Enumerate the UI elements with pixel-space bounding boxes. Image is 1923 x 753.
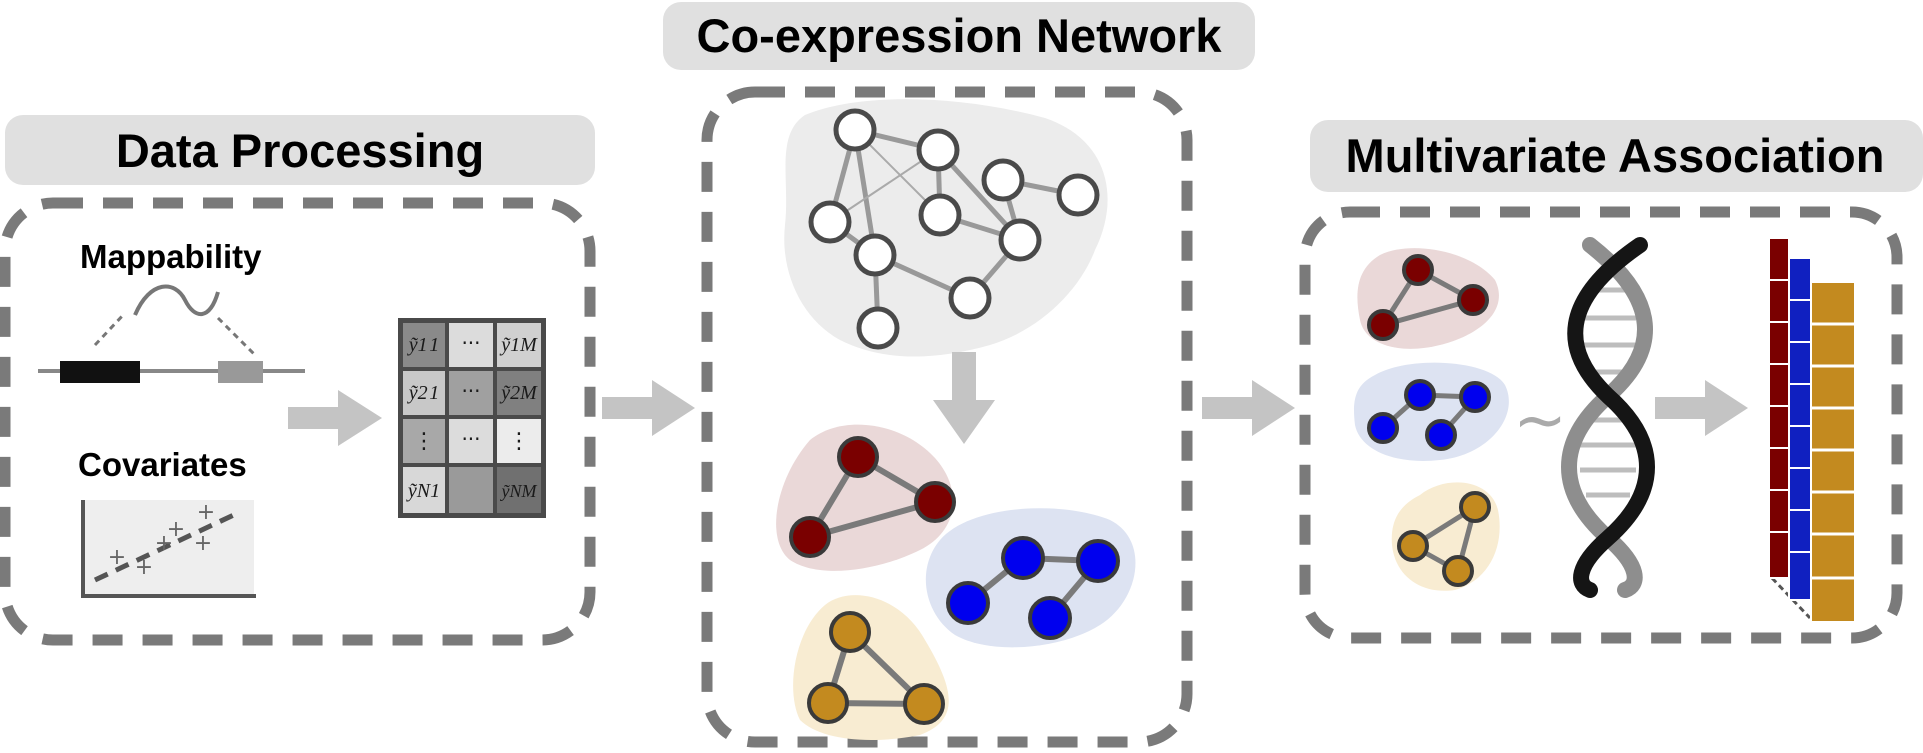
right-arrow-icon <box>602 380 695 436</box>
gold-module <box>1397 491 1491 587</box>
covariates-label: Covariates <box>78 446 247 483</box>
scatter-point: + <box>167 517 185 542</box>
gold-bar <box>1810 281 1856 623</box>
gene-track-icon <box>38 361 305 383</box>
gold-node <box>829 611 871 653</box>
blue-node <box>1028 596 1072 640</box>
data-processing-title: Data Processing <box>116 124 484 177</box>
red-node <box>789 516 831 558</box>
network-icon <box>808 108 1100 350</box>
red-module <box>789 436 956 558</box>
mappability-dashed-left <box>93 311 127 347</box>
blue-node <box>1404 379 1436 411</box>
network-node <box>853 233 897 277</box>
red-node <box>1367 309 1399 341</box>
multivariate-title-bg <box>1310 120 1923 192</box>
data-processing-panel <box>0 197 596 646</box>
gold-node <box>903 683 945 725</box>
matrix-cell: ỹNM <box>500 481 538 501</box>
matrix-cell: ỹ1M <box>499 334 538 356</box>
matrix-cell: ỹ2 1 <box>407 382 440 404</box>
matrix-cell: ỹ1 1 <box>407 334 440 356</box>
coexpression-panel <box>701 86 1193 748</box>
right-arrow-icon <box>1202 380 1295 436</box>
data-processing-section: Data Processing Mappability Covariates +… <box>0 115 596 646</box>
red-module <box>1367 254 1489 341</box>
gold-module <box>807 611 945 725</box>
network-node <box>916 128 960 172</box>
scatter-point: + <box>194 531 212 556</box>
network-node <box>808 200 852 244</box>
network-node <box>918 193 962 237</box>
red-bar <box>1768 237 1790 579</box>
blue-node <box>1425 419 1457 451</box>
network-node <box>1056 173 1100 217</box>
blue-node <box>946 581 990 625</box>
matrix-cell: ··· <box>461 331 480 355</box>
blue-node <box>1001 536 1045 580</box>
red-node <box>1457 284 1489 316</box>
gold-node <box>1459 491 1491 523</box>
mappability-label: Mappability <box>80 238 262 275</box>
multivariate-panel <box>1299 206 1903 644</box>
scatter-point: + <box>155 531 173 556</box>
dna-helix-icon <box>1561 237 1655 598</box>
gold-node <box>1442 555 1474 587</box>
scatter-point: + <box>135 555 153 580</box>
right-arrow-icon <box>288 390 382 446</box>
scatter-point: + <box>197 500 215 525</box>
blue-node <box>1459 381 1491 413</box>
matrix-cell: ⋮ <box>413 429 435 454</box>
expression-matrix: ỹ1 1 ··· ỹ1M ỹ2 1 ··· ỹ2M ⋮ ··· ⋮ ỹ… <box>398 318 546 518</box>
scatter-point: + <box>108 545 126 570</box>
blue-bar <box>1788 257 1812 601</box>
gold-node <box>807 682 849 724</box>
trend-line <box>93 510 240 583</box>
gold-node <box>1397 530 1429 562</box>
multivariate-section: Multivariate Association <box>1299 120 1923 644</box>
matrix-cell: ··· <box>461 427 480 451</box>
data-processing-title-bg <box>5 115 595 185</box>
matrix-cell: ··· <box>461 379 480 403</box>
network-node <box>948 276 992 320</box>
network-node <box>833 108 877 152</box>
association-tilde: ~ <box>1513 384 1567 458</box>
mappability-curve-icon <box>133 284 220 317</box>
blue-node <box>1076 539 1120 583</box>
blue-module <box>946 536 1120 640</box>
matrix-cell: ỹ2M <box>499 382 538 404</box>
red-node <box>837 436 879 478</box>
coexpression-title-bg <box>663 2 1255 70</box>
blue-node <box>1367 412 1399 444</box>
down-arrow-icon <box>933 352 995 444</box>
blue-module <box>1367 379 1491 451</box>
network-node <box>856 306 900 350</box>
matrix-cell: ⋮ <box>508 429 530 454</box>
multivariate-title: Multivariate Association <box>1346 129 1885 182</box>
network-node <box>981 158 1025 202</box>
mappability-dashed-right <box>216 316 257 357</box>
coexpression-title: Co-expression Network <box>697 9 1223 62</box>
right-arrow-icon <box>1655 380 1748 436</box>
association-bars <box>1768 237 1856 623</box>
coexpression-section: Co-expression Network <box>663 2 1255 748</box>
network-node <box>998 218 1042 262</box>
red-node <box>914 481 956 523</box>
matrix-cell: ỹN1 <box>406 480 440 502</box>
covariates-scatter-plot: + + + + + + <box>81 500 256 598</box>
red-node <box>1402 254 1434 286</box>
